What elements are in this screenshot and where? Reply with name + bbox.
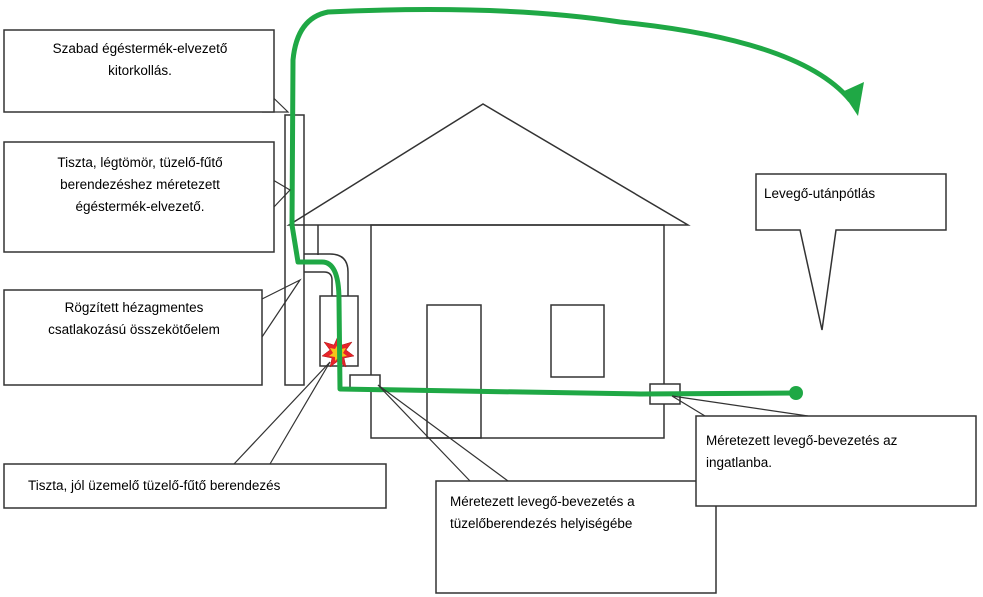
callout-air-supply-bubble [755, 173, 947, 331]
connector-pipe [304, 253, 349, 296]
callout-flue-box [3, 141, 275, 253]
house-door [426, 304, 482, 439]
callout-connector-pointer [259, 278, 302, 341]
air-flow-path [289, 7, 853, 397]
callout-house-air-box [695, 415, 977, 507]
air-inlet-dot-icon [789, 386, 803, 400]
label-room-air-inlet: Méretezett levegő-bevezetés a tüzelőbere… [450, 494, 635, 531]
arrow-head-icon [842, 82, 864, 116]
callout-room-air-pointer [377, 384, 509, 482]
label-flue-outlet: Szabad égéstermék-elvezető kitorkollás. [52, 41, 228, 78]
connector-pipe-inner [304, 271, 333, 296]
callout-heater-pointer [233, 361, 331, 465]
label-connector: Rögzített hézagmentes csatlakozású össze… [48, 300, 220, 337]
callout-heater-box [3, 463, 387, 509]
label-flue-duct: Tiszta, légtömör, tüzelő-fűtő berendezés… [57, 155, 223, 214]
callout-boxes [3, 29, 977, 594]
connector-pipe-outer [304, 253, 349, 296]
callout-outlet-box [3, 29, 275, 113]
label-house-air-inlet: Méretezett levegő-bevezetés az ingatlanb… [706, 433, 898, 470]
callout-room-air-box [435, 480, 717, 594]
callout-flue-pointer [272, 179, 291, 209]
house [286, 103, 691, 439]
house-roof [286, 103, 691, 226]
label-air-supply: Levegő-utánpótlás [764, 186, 876, 201]
callout-connector-box [3, 289, 263, 386]
house-window [550, 304, 605, 378]
callout-house-air-pointer [671, 395, 809, 417]
label-heater: Tiszta, jól üzemelő tüzelő-fűtő berendez… [28, 478, 281, 493]
house-wall [370, 224, 665, 439]
